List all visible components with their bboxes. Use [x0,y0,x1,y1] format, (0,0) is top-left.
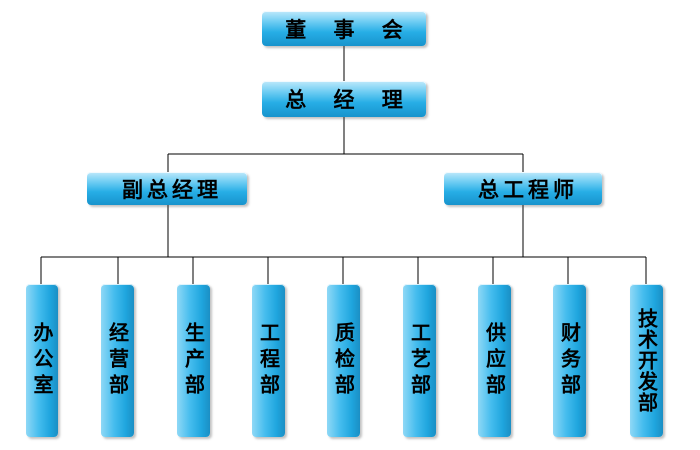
deputy-general-manager-node: 副总经理 [87,172,247,205]
department-label: 工艺部 [407,321,432,400]
chief-engineer-node: 总工程师 [444,172,602,205]
department-production: 生产部 [177,284,210,437]
general-manager-node: 总 经 理 [262,81,426,117]
board-of-directors-node: 董 事 会 [262,11,426,46]
general-manager-label: 总 经 理 [285,88,413,112]
department-supply: 供应部 [478,284,511,437]
department-label: 技术开发部 [634,308,659,413]
department-label: 工程部 [256,321,281,400]
department-process: 工艺部 [403,284,436,437]
department-quality-inspection: 质检部 [327,284,360,437]
department-technology-development: 技术开发部 [630,284,663,437]
department-label: 财务部 [557,321,582,400]
department-finance: 财务部 [553,284,586,437]
department-label: 办公室 [30,321,54,400]
chief-engineer-label: 总工程师 [478,177,578,202]
department-office: 办公室 [26,284,58,437]
department-label: 质检部 [331,321,356,400]
department-label: 供应部 [482,321,507,400]
department-label: 生产部 [181,321,206,400]
deputy-general-manager-label: 副总经理 [122,177,222,202]
department-engineering: 工程部 [252,284,285,437]
department-label: 经营部 [105,321,130,400]
board-of-directors-label: 董 事 会 [285,17,413,42]
department-business: 经营部 [101,284,134,437]
